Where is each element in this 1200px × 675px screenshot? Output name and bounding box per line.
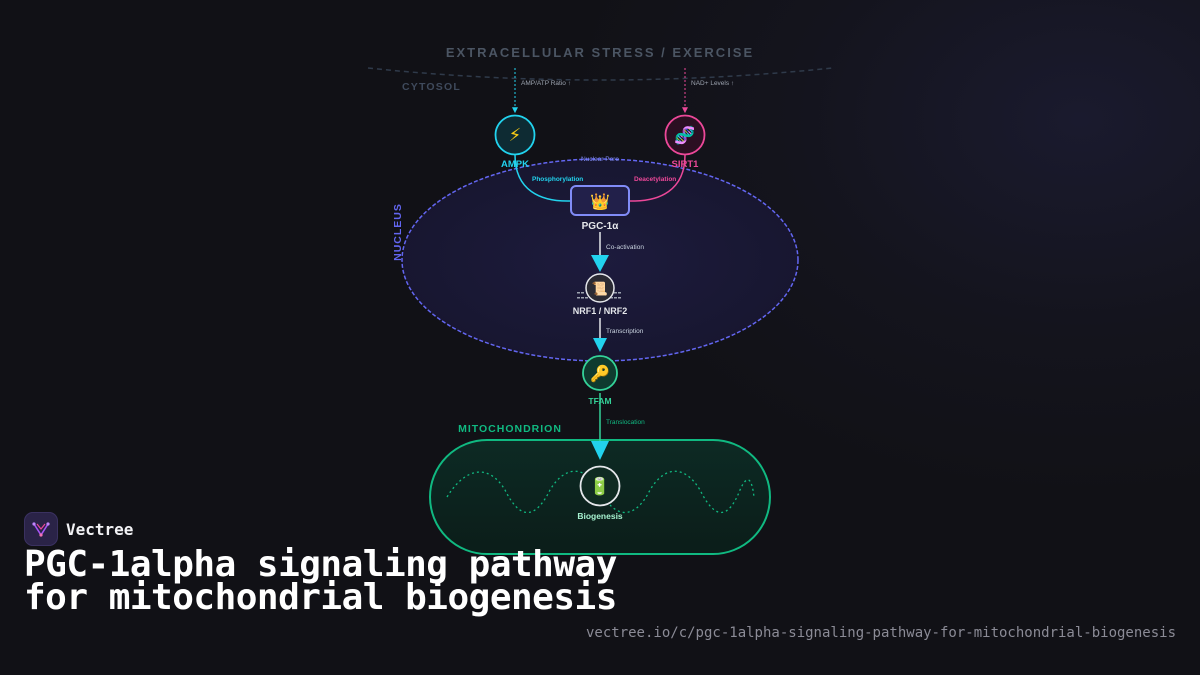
crown-icon: 👑 (590, 193, 610, 211)
brand-name: Vectree (66, 519, 134, 539)
biogenesis-node[interactable]: 🔋 Biogenesis (577, 465, 623, 522)
page-url[interactable]: vectree.io/c/pgc-1alpha-signaling-pathwa… (585, 625, 1176, 641)
key-icon: 🔑 (590, 364, 610, 383)
mitochondrion-label: MITOCHONDRION (458, 423, 562, 435)
nucleus-label: NUCLEUS (392, 203, 404, 261)
brand[interactable]: Vectree (24, 512, 133, 546)
nuclear-pore-label: Nuclear Pore (581, 156, 619, 163)
nad-label: NAD+ Levels ↑ (691, 80, 734, 87)
translocation-arrowhead (591, 441, 609, 460)
sirt1-node[interactable]: 🧬 SIRT1 (664, 114, 706, 171)
transcription-label: Transcription (606, 328, 644, 335)
coactivation-label: Co-activation (606, 244, 644, 251)
mitochondrial-cristae (446, 470, 755, 514)
cell-membrane (367, 67, 833, 81)
pgc1a-label: PGC-1α (582, 221, 620, 232)
phosphorylation-edge (514, 154, 572, 202)
ampk-node[interactable]: ⚡ AMPK (494, 114, 536, 171)
battery-icon: 🔋 (589, 476, 610, 496)
translocation-label: Translocation (606, 419, 645, 426)
nrf-node[interactable]: 📜 NRF1 / NRF2 (573, 273, 628, 316)
phosphorylation-label: Phosphorylation (532, 176, 583, 183)
transcription-arrowhead (593, 338, 607, 352)
vectree-logo-icon (24, 512, 58, 546)
amp-atp-label: AMP/ATP Ratio ↑ (521, 80, 571, 87)
pgc1a-node[interactable]: 👑 PGC-1α (570, 185, 630, 232)
cytosol-label: CYTOSOL (402, 81, 461, 93)
page-title: PGC-1alpha signaling pathway for mitocho… (24, 544, 617, 618)
dna-icon: 🧬 (674, 125, 695, 146)
scroll-icon: 📜 (592, 281, 608, 296)
biogenesis-label: Biogenesis (577, 511, 623, 521)
ampk-label: AMPK (501, 159, 529, 170)
sirt1-label: SIRT1 (672, 159, 700, 170)
coactivation-arrowhead (591, 255, 609, 272)
deacetylation-label: Deacetylation (634, 176, 676, 183)
stress-header: EXTRACELLULAR STRESS / EXERCISE (446, 45, 754, 60)
deacetylation-edge (628, 154, 686, 202)
lightning-icon: ⚡ (509, 125, 522, 145)
nrf-label: NRF1 / NRF2 (573, 306, 628, 316)
